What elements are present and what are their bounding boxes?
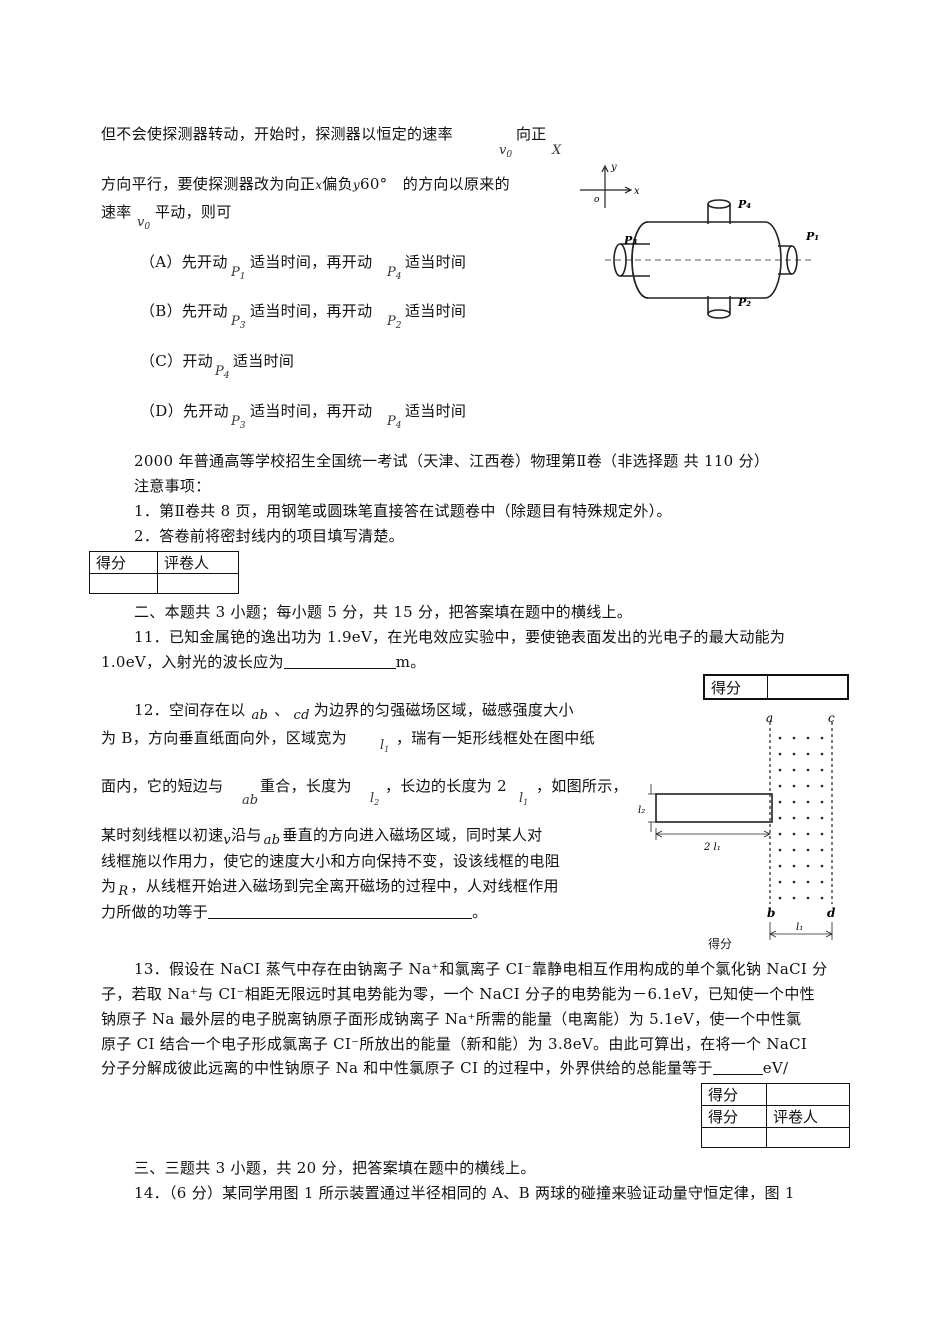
detector-figure: y x o P₄ P₃ P₁ P₂ xyxy=(580,162,819,319)
intro-line-2: 方向平行，要使探测器改为向正x偏负y60° 的方向以原来的 xyxy=(101,175,510,193)
intro-line-1-end: 向正 xyxy=(516,125,547,143)
grader-label: 评卷人 xyxy=(157,551,239,574)
fig1-p1-label: P₁ xyxy=(805,230,819,243)
option-a: （A）先开动 xyxy=(140,253,228,271)
score-table-2: 得分 xyxy=(703,674,849,700)
fig2-label-l2: l₂ xyxy=(638,805,645,816)
option-b-p1: P3 xyxy=(231,314,246,331)
notice-2: 2．答卷前将密封线内的项目填写清楚。 xyxy=(134,527,404,545)
notice-1: 1．第Ⅱ卷共 8 页，用钢笔或圆珠笔直接答在试题卷中（除题目有特殊规定外）。 xyxy=(134,502,672,520)
q13-line-4: 原子 CI 结合一个电子形成氯离子 CI⁻所放出的能量（新和能）为 3.8eV。… xyxy=(101,1035,808,1053)
score-label: 得分 xyxy=(89,551,158,574)
option-b-mid: 适当时间，再开动 xyxy=(250,302,373,320)
q14-line-1: 14．（6 分）某同学用图 1 所示装置通过半径相同的 A、B 两球的碰撞来验证… xyxy=(134,1184,795,1202)
q12-l1-symbol: l1 xyxy=(380,738,390,754)
option-d-p2: P4 xyxy=(387,414,402,431)
option-d: （D）先开动 xyxy=(140,402,229,420)
q13-line-1: 13．假设在 NaCI 蒸气中存在由钠离子 Na⁺和氯离子 CI⁻靠静电相互作用… xyxy=(134,960,828,978)
q12-l1-symbol-2: l1 xyxy=(519,791,529,807)
score-table-3: 得分 得分评卷人 xyxy=(701,1083,850,1148)
grader-label-2: 评卷人 xyxy=(766,1105,850,1128)
fig2-cut-text: 得分 xyxy=(708,936,732,951)
section-3-heading: 三、三题共 3 小题，共 20 分，把答案填在题中的横线上。 xyxy=(134,1159,536,1177)
option-b: （B）先开动 xyxy=(140,302,228,320)
fig2-label-a: a xyxy=(766,711,773,725)
option-a-mid: 适当时间，再开动 xyxy=(250,253,373,271)
intro-line-3-end: 平动，则可 xyxy=(155,203,232,221)
section-2-heading: 二、本题共 3 小题；每小题 5 分，共 15 分，把答案填在题中的横线上。 xyxy=(134,603,633,621)
fig1-p2-label: P₂ xyxy=(737,296,751,309)
option-a-p2: P4 xyxy=(387,265,402,282)
score-cell[interactable] xyxy=(89,573,158,594)
q12-answer-blank[interactable] xyxy=(208,903,473,919)
fig1-p4-label: P₄ xyxy=(737,198,751,211)
option-d-p1: P3 xyxy=(231,414,246,431)
option-a-p1: P1 xyxy=(231,265,246,282)
option-b-end: 适当时间 xyxy=(405,302,467,320)
x-symbol: X xyxy=(552,143,562,158)
score-cell-4[interactable] xyxy=(701,1127,767,1148)
fig1-p3-label: P₃ xyxy=(623,234,637,247)
q12-line-2-end: ，瑞有一矩形线框处在图中纸 xyxy=(396,729,595,747)
v0-symbol-2: v0 xyxy=(137,215,151,232)
q13-line-5: 分子分解成彼此远离的中性钠原子 Na 和中性氯原子 CI 的过程中，外界供给的总… xyxy=(101,1059,789,1077)
grader-cell[interactable] xyxy=(157,573,239,594)
q12-line-5: 线框施以作用力，使它的速度大小和方向保持不变，设该线框的电阻 xyxy=(101,852,561,870)
fig2-label-b: b xyxy=(767,906,775,920)
option-c: （C）开动 xyxy=(140,352,213,370)
q13-answer-blank[interactable] xyxy=(712,1059,763,1075)
score-label-2: 得分 xyxy=(703,674,768,700)
option-d-end: 适当时间 xyxy=(405,402,467,420)
fig1-x-label: x xyxy=(634,186,640,197)
q12-ab-symbol: ab xyxy=(242,793,259,808)
v0-symbol: v0 xyxy=(499,143,513,160)
option-d-mid: 适当时间，再开动 xyxy=(250,402,373,420)
option-c-p1: P4 xyxy=(215,364,230,381)
score-cell-3[interactable] xyxy=(766,1083,850,1106)
q12-line-3d: ，如图所示， xyxy=(536,777,628,795)
q13-line-2: 子，若取 Na⁺与 CI⁻相距无限远时其电势能为零，一个 NaCI 分子的电势能… xyxy=(101,985,815,1003)
exam-title: 2000 年普通高等学校招生全国统一考试（天津、江西卷）物理第Ⅱ卷（非选择题 共… xyxy=(134,452,770,470)
fig2-label-l1: l₁ xyxy=(796,922,803,933)
q12-line-3a: 面内，它的短边与 xyxy=(101,777,224,795)
option-b-p2: P2 xyxy=(387,314,402,331)
grader-cell-2[interactable] xyxy=(766,1127,850,1148)
score-label-4: 得分 xyxy=(701,1105,767,1128)
option-c-mid: 适当时间 xyxy=(233,352,295,370)
q12-line-7: 力所做的功等于。 xyxy=(101,903,488,921)
fig2-label-2l1: 2 l₁ xyxy=(703,842,721,853)
score-table-1: 得分评卷人 xyxy=(89,551,239,594)
q12-l2-symbol: l2 xyxy=(370,791,380,807)
q11-line-1: 11．已知金属铯的逸出功为 1.9eV，在光电效应实验中，要使铯表面发出的光电子… xyxy=(134,628,786,646)
fig1-origin-label: o xyxy=(594,195,600,205)
magnetic-field-figure: a c b d l₂ 2 l₁ l₁ 得分 xyxy=(638,711,836,951)
fig2-label-c: c xyxy=(828,711,835,725)
notice-heading: 注意事项： xyxy=(134,477,211,495)
q12-line-2: 为 B，方向垂直纸面向外，区域宽为 xyxy=(101,729,347,747)
intro-line-3: 速率 xyxy=(101,203,132,221)
score-label-3: 得分 xyxy=(701,1083,767,1106)
q13-line-3: 钠原子 Na 最外层的电子脱离钠原子面形成钠离子 Na⁺所需的能量（电离能）为 … xyxy=(101,1010,802,1028)
intro-line-1: 但不会使探测器转动，开始时，探测器以恒定的速率 xyxy=(101,125,453,143)
fig1-y-label: y xyxy=(610,162,617,173)
q12-line-3b: 重合，长度为 xyxy=(260,777,352,795)
q11-answer-blank[interactable] xyxy=(283,653,396,669)
fig2-label-d: d xyxy=(827,906,836,920)
q12-line-3c: ，长边的长度为 2 xyxy=(385,777,508,795)
score-cell-2[interactable] xyxy=(767,674,849,700)
option-a-end: 适当时间 xyxy=(405,253,467,271)
